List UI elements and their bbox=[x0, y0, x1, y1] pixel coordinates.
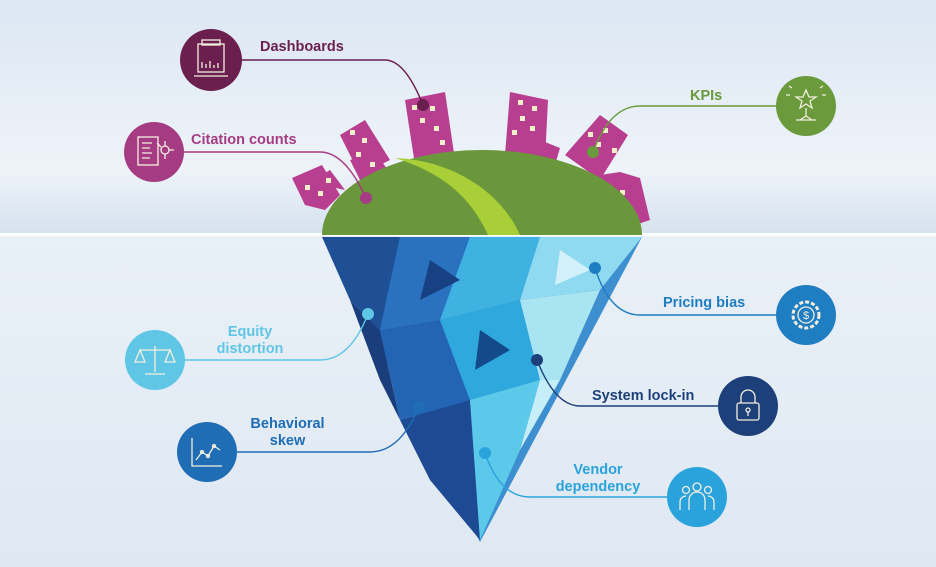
trophy-star-icon bbox=[776, 76, 836, 136]
label-equity-distortion: Equity distortion bbox=[216, 324, 284, 357]
label-behavioral-skew: Behavioral skew bbox=[250, 416, 325, 449]
path bbox=[395, 158, 520, 235]
lockin-connector bbox=[536, 359, 718, 407]
label-system-lock-in: System lock-in bbox=[592, 388, 695, 404]
connector-dots bbox=[360, 99, 601, 459]
label-dashboards: Dashboards bbox=[260, 39, 344, 55]
vendor-connector bbox=[484, 452, 667, 498]
people-group-icon bbox=[667, 467, 727, 527]
balance-scale-icon bbox=[125, 330, 185, 390]
dashboard-icon bbox=[180, 29, 242, 91]
behavioral-connector bbox=[237, 406, 420, 453]
label-pricing-bias: Pricing bias bbox=[663, 295, 746, 311]
citation-connector bbox=[184, 151, 367, 199]
line-chart-icon bbox=[177, 422, 237, 482]
pricing-connector bbox=[594, 267, 776, 316]
dashboards-connector bbox=[242, 59, 424, 106]
dollar-gear-icon: $ bbox=[776, 285, 836, 345]
padlock-icon bbox=[718, 376, 778, 436]
svg-text:$: $ bbox=[803, 310, 809, 322]
equity-connector bbox=[185, 313, 369, 361]
label-kpis: KPIs bbox=[690, 88, 723, 104]
citation-network-icon bbox=[124, 122, 184, 182]
label-vendor-dependency: Vendor dependency bbox=[555, 462, 641, 495]
kpis-connector bbox=[592, 105, 776, 153]
label-citation-counts: Citation counts bbox=[191, 132, 297, 148]
